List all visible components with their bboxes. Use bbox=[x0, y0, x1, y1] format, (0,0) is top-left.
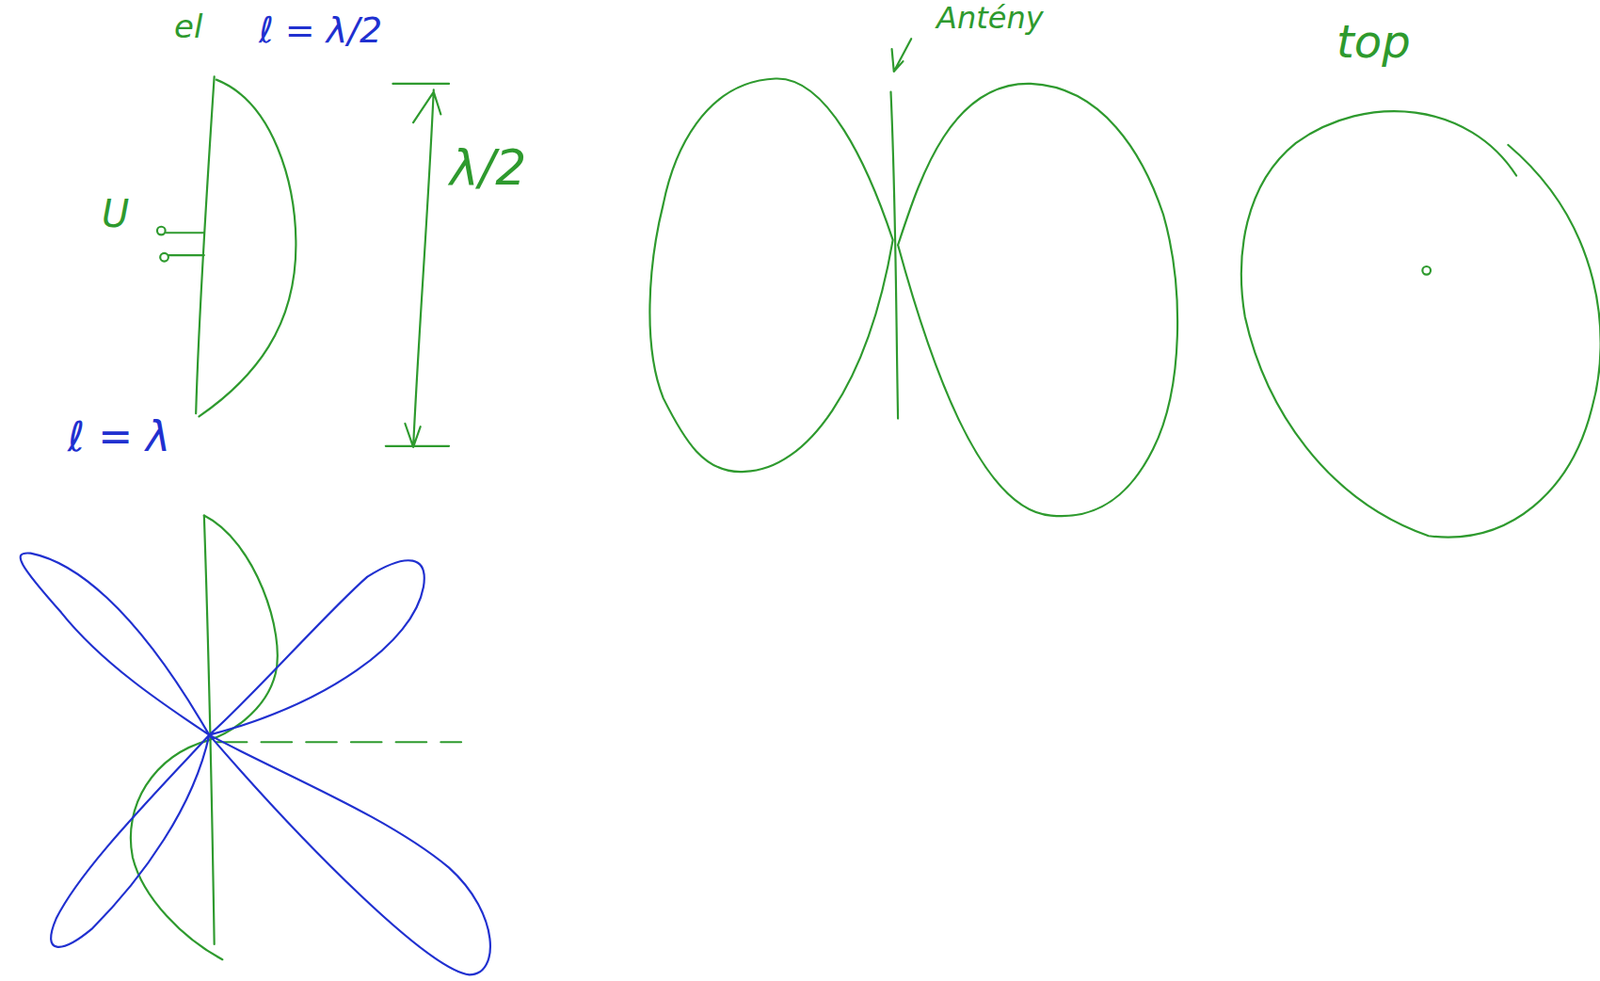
dipole-line bbox=[195, 76, 215, 414]
length-label: ℓ = λ bbox=[67, 414, 171, 460]
top-pattern bbox=[1241, 111, 1600, 537]
axis-line bbox=[216, 740, 462, 743]
lobe bbox=[897, 83, 1178, 516]
label-el: el bbox=[174, 9, 203, 45]
view-label: top bbox=[1336, 16, 1411, 67]
side-pattern bbox=[649, 38, 1178, 516]
dipole-line bbox=[890, 92, 898, 419]
source-label: U bbox=[101, 192, 129, 235]
terminal bbox=[157, 226, 166, 236]
view-label: Antény bbox=[936, 1, 1044, 35]
current-curve bbox=[130, 515, 278, 960]
current-curve bbox=[198, 80, 296, 417]
lobe bbox=[649, 78, 893, 472]
full-wave-dipole bbox=[20, 515, 491, 976]
half-wave-dipole bbox=[157, 76, 449, 448]
circle-pattern bbox=[1241, 111, 1600, 537]
pointer-arrow bbox=[892, 38, 912, 72]
feed-wires bbox=[166, 232, 205, 256]
dimension-label: λ/2 bbox=[449, 141, 527, 195]
length-label: ℓ = λ/2 bbox=[258, 11, 383, 51]
dimension-arrow bbox=[385, 83, 449, 448]
terminal bbox=[160, 253, 169, 262]
dipole-dot bbox=[1422, 266, 1431, 275]
lobes bbox=[20, 552, 491, 975]
